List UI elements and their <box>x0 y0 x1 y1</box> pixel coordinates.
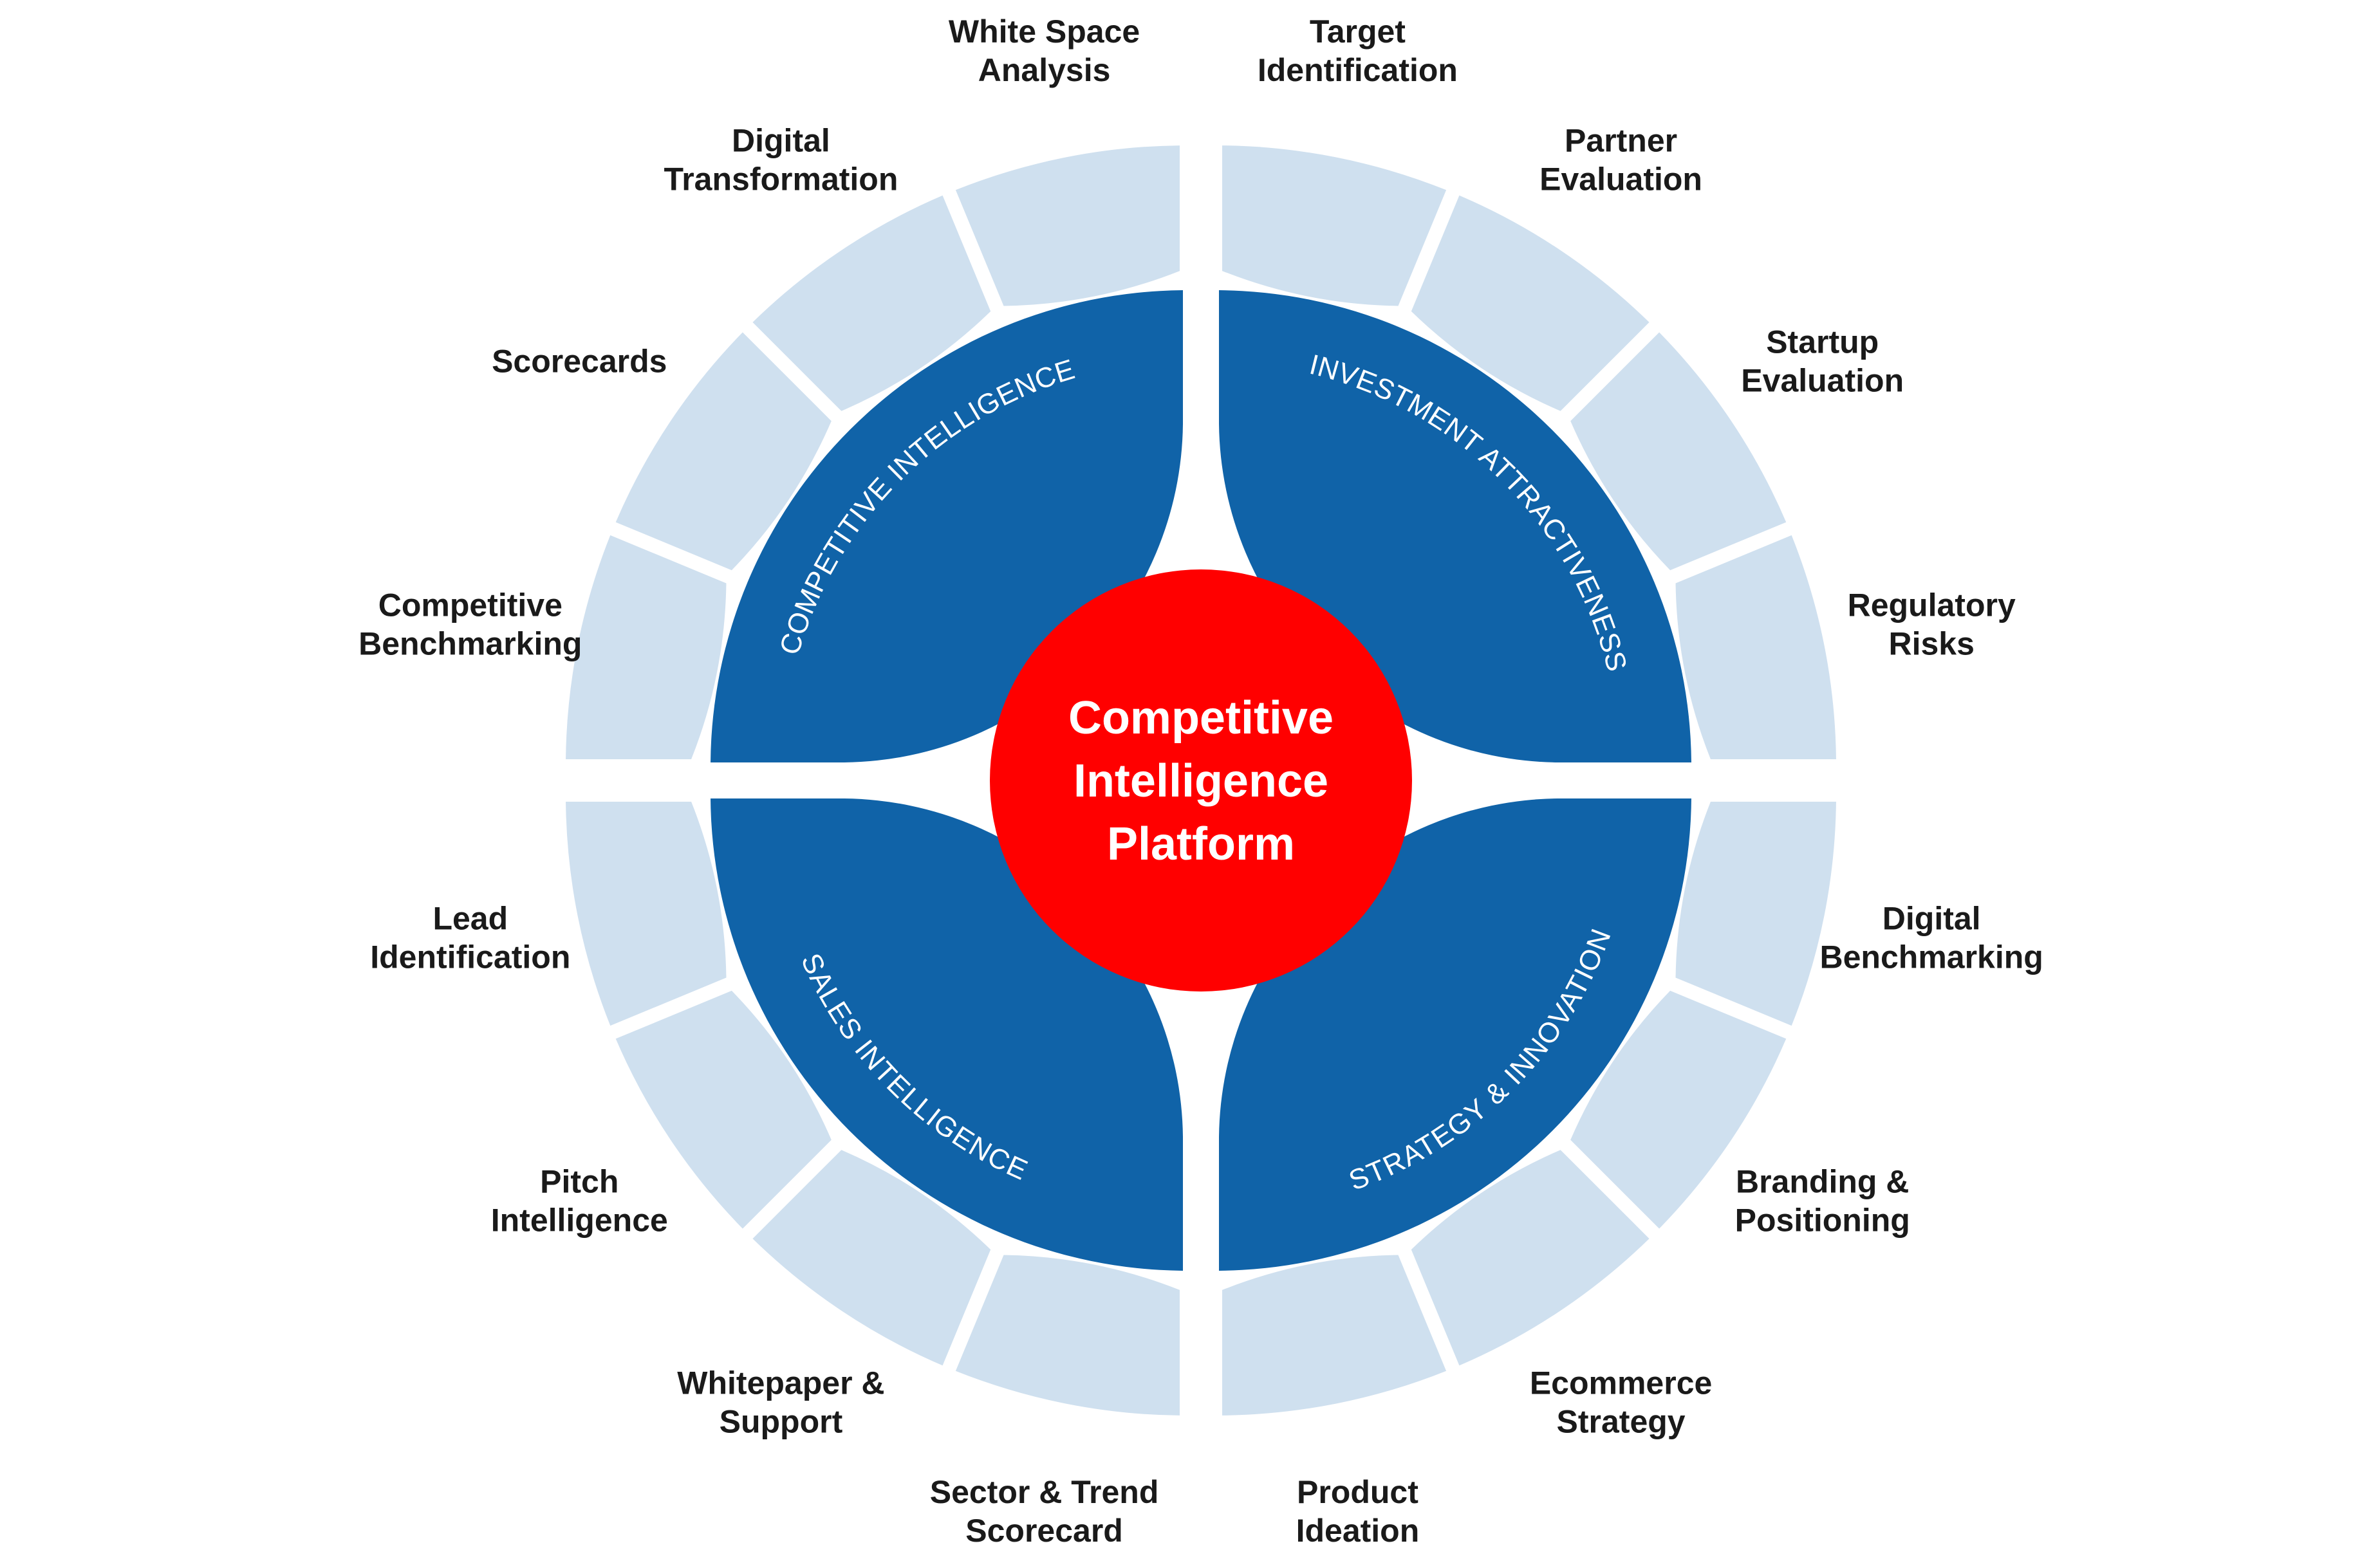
service-tile-pitch-intelligence[interactable] <box>615 990 832 1229</box>
center-title-line: Platform <box>1107 818 1295 870</box>
service-label-line: Transformation <box>664 161 898 197</box>
service-label-line: Benchmarking <box>358 626 582 662</box>
service-label-line: White Space <box>949 14 1140 50</box>
service-label-line: Strategy <box>1557 1404 1686 1440</box>
service-tile-white-space-analysis[interactable] <box>955 145 1180 306</box>
service-tile-regulatory-risks[interactable] <box>1675 535 1836 760</box>
service-tile-scorecards[interactable] <box>615 332 832 571</box>
service-label-line: Branding & <box>1736 1164 1909 1200</box>
service-label-line: Positioning <box>1735 1203 1910 1239</box>
service-label-line: Identification <box>370 939 570 975</box>
service-label-line: Evaluation <box>1741 362 1904 398</box>
service-label-line: Scorecard <box>965 1513 1123 1549</box>
service-tile-product-ideation[interactable] <box>1222 1255 1447 1416</box>
service-label-line: Intelligence <box>491 1203 668 1239</box>
service-label-line: Pitch <box>540 1164 618 1200</box>
service-label-line: Target <box>1310 14 1406 50</box>
service-tile-lead-identification[interactable] <box>566 801 727 1026</box>
service-tile-sector-and-trend-scorecard[interactable] <box>955 1255 1180 1416</box>
service-label-line: Sector & Trend <box>930 1474 1159 1510</box>
service-label-line: Product <box>1297 1474 1418 1510</box>
service-label-line: Support <box>720 1404 843 1440</box>
service-label-line: Analysis <box>978 52 1111 88</box>
service-label-line: Evaluation <box>1539 161 1702 197</box>
service-tile-startup-evaluation[interactable] <box>1570 332 1787 571</box>
service-label-scorecards: Scorecards <box>492 343 667 379</box>
service-tile-competitive-benchmarking[interactable] <box>566 535 727 760</box>
service-label-line: Ideation <box>1296 1513 1420 1549</box>
service-label-line: Startup <box>1766 324 1879 360</box>
service-label-line: Scorecards <box>492 343 667 379</box>
service-label-line: Partner <box>1565 122 1677 158</box>
service-label-line: Digital <box>732 122 830 158</box>
service-label-line: Regulatory <box>1848 587 2016 623</box>
service-label-whitepaper-and-support: Whitepaper &Support <box>677 1365 884 1440</box>
center-circle <box>990 569 1412 992</box>
service-label-line: Digital <box>1883 900 1981 936</box>
service-label-line: Lead <box>432 900 508 936</box>
service-label-line: Benchmarking <box>1820 939 2043 975</box>
service-label-line: Competitive <box>378 587 562 623</box>
outer-ring <box>566 145 1836 1416</box>
service-tile-whitepaper-and-support[interactable] <box>752 1150 991 1366</box>
center-title-line: Competitive <box>1068 692 1334 744</box>
service-label-line: Identification <box>1258 52 1458 88</box>
service-tile-digital-transformation[interactable] <box>752 195 991 411</box>
service-tile-ecommerce-strategy[interactable] <box>1411 1150 1650 1366</box>
service-tile-digital-benchmarking[interactable] <box>1675 801 1836 1026</box>
service-tile-branding-and-positioning[interactable] <box>1570 990 1787 1229</box>
service-tile-target-identification[interactable] <box>1222 145 1447 306</box>
center-title-line: Intelligence <box>1074 755 1328 807</box>
service-label-branding-and-positioning: Branding &Positioning <box>1735 1164 1910 1239</box>
service-label-line: Ecommerce <box>1530 1365 1713 1401</box>
service-tile-partner-evaluation[interactable] <box>1411 195 1650 411</box>
service-label-line: Whitepaper & <box>677 1365 884 1401</box>
service-label-line: Risks <box>1888 626 1974 662</box>
